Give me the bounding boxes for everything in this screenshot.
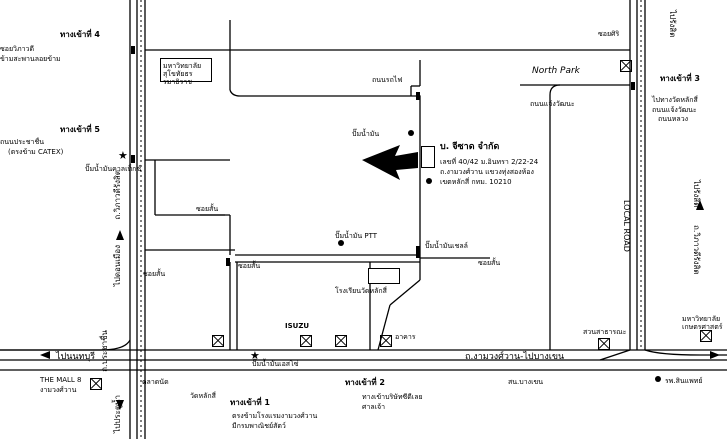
hospital-label: รพ.สินแพทย์ xyxy=(665,377,703,385)
entrance-1-desc1: ตรงข้ามโรงแรมงามวงศ์วาน xyxy=(232,412,318,420)
building-x-7 xyxy=(620,60,632,72)
arrow-up-donmuang xyxy=(116,230,124,240)
arrow-left-nonthaburi xyxy=(40,351,50,359)
entrance-4-label: ทางเข้าที่ 4 xyxy=(60,30,100,39)
the-mall-sublabel: งามวงศ์วาน xyxy=(40,386,77,394)
university-box xyxy=(160,58,212,82)
bldg-a-label: อาคาร xyxy=(395,333,416,341)
road-to-rangsit-top: ไปรังสิต xyxy=(668,10,677,38)
entrance-4-desc1: ซอยวิภาวดี xyxy=(0,45,35,53)
gas-station-dot xyxy=(408,130,414,136)
the-mall-icon xyxy=(90,378,102,390)
label-road-top: ถนนรถไฟ xyxy=(372,76,403,84)
hospital-dot xyxy=(655,376,661,382)
building-x-4 xyxy=(380,335,392,347)
ptt-label: ปั๊มน้ำมัน PTT xyxy=(335,232,378,240)
star-marker-2: ★ xyxy=(250,349,260,362)
building-x-5 xyxy=(598,338,610,350)
gas-station-label: ปั๊มน้ำมัน xyxy=(352,130,380,138)
label-soi-2: ซอยสั้น xyxy=(143,270,166,278)
esso-label: ปั๊มน้ำมันเอสโซ่ xyxy=(252,360,299,368)
road-vibhavadi-right: ถ.วิภาวดีรังสิต xyxy=(692,225,701,275)
building-x-2 xyxy=(300,335,312,347)
soi-siri-label: ซอยศิริ xyxy=(598,30,620,38)
company-name: บ. จีซาด จำกัด xyxy=(440,142,500,152)
entrance-4-desc2: ข้ามสะพานลอยข้าม xyxy=(0,55,61,63)
road-pratunam: ถ.ประชาชื่น xyxy=(100,330,109,372)
entrance-2-desc1: ทางเข้าบริษัทซีดีเลย xyxy=(362,393,423,401)
entrance-3-desc2: ถนนแจ้งวัฒนะ xyxy=(652,106,697,114)
entrance-5-label: ทางเข้าที่ 5 xyxy=(60,125,100,134)
entrance-5-desc1: ถนนประชาชื่น xyxy=(0,138,44,146)
label-soi-1: ซอยสั้น xyxy=(196,205,219,213)
location-arrow xyxy=(362,145,418,180)
building-x-3 xyxy=(335,335,347,347)
entrance-2-desc2: ศาลเจ้า xyxy=(362,403,386,411)
ptt-dot xyxy=(338,240,344,246)
police-label: สน.บางเขน xyxy=(508,378,544,386)
road-vibhavadi-left: ถ.วิภาวดีรังสิต xyxy=(113,170,122,220)
road-to-pratunam: ไปประตูน้ำ xyxy=(113,395,122,433)
label-north-park: North Park xyxy=(532,66,580,76)
caltex-label: ปั๊มน้ำมันคาลเท็กซ์ xyxy=(85,165,142,173)
school-bottom-label: วัดหลักสี่ xyxy=(190,392,216,400)
company-building xyxy=(421,146,435,168)
uni-right-2: เกษตรศาสตร์ xyxy=(682,323,723,331)
road-ngamwongwan: ถ.งามวงศ์วาน-ไปบางเขน xyxy=(465,352,565,362)
school-label: โรงเรียนวัดหลักสี่ xyxy=(335,287,387,295)
market-label: ตลาดนัด xyxy=(142,378,169,386)
shell-label: ปั๊มน้ำมันเชลล์ xyxy=(425,242,468,250)
label-road-right: ถนนแจ้งวัฒนะ xyxy=(530,100,575,108)
star-marker-1: ★ xyxy=(118,149,128,162)
north-road-label: ถนนหลวง xyxy=(658,115,689,123)
shell-dot xyxy=(426,178,432,184)
road-to-donmuang: ไปดอนเมือง xyxy=(113,245,122,287)
label-soi-4: ซอยสั้น xyxy=(478,259,501,267)
uni-right-1: มหาวิทยาลัย xyxy=(682,315,721,323)
label-soi-3: ซอยสั้น xyxy=(238,262,261,270)
entrance-2-label: ทางเข้าที่ 2 xyxy=(345,378,385,387)
the-mall-label: THE MALL 8 xyxy=(40,376,82,384)
entrance-3-label: ทางเข้าที่ 3 xyxy=(660,74,700,83)
isuzu-label: ISUZU xyxy=(285,322,310,330)
arrow-down-pratunam xyxy=(116,400,124,410)
arrow-up-rangsit xyxy=(696,200,704,210)
building-box xyxy=(368,268,400,284)
arrow-right-bangkhen xyxy=(710,351,720,359)
entrance-5-desc2: (ตรงข้าม CATEX) xyxy=(8,148,64,156)
building-x-1 xyxy=(212,335,224,347)
road-to-nonthaburi: ไปนนทบุรี xyxy=(56,352,96,362)
road-to-rangsit: ไปรังสิต xyxy=(692,180,701,208)
building-x-6 xyxy=(700,330,712,342)
entrance-1-desc2: มีกรมพาณิชย์สัตว์ xyxy=(232,422,286,430)
company-address-1: เลขที่ 40/42 ม.อินทรา 2/22-24 xyxy=(440,158,539,166)
company-address-2: ถ.งามวงศ์วาน แขวงทุ่งสองห้อง xyxy=(440,168,534,176)
entrance-1-label: ทางเข้าที่ 1 xyxy=(230,398,270,407)
park-label: สวนสาธารณะ xyxy=(583,328,627,336)
university-label: มหาวิทยาลัยสุโขทัยธรรมาธิราช xyxy=(163,62,202,86)
road-local: LOCAL ROAD xyxy=(622,200,631,252)
company-address-3: เขตหลักสี่ กทม. 10210 xyxy=(440,178,512,186)
entrance-3-desc1: ไปทางวัดหลักสี่ xyxy=(652,96,698,104)
